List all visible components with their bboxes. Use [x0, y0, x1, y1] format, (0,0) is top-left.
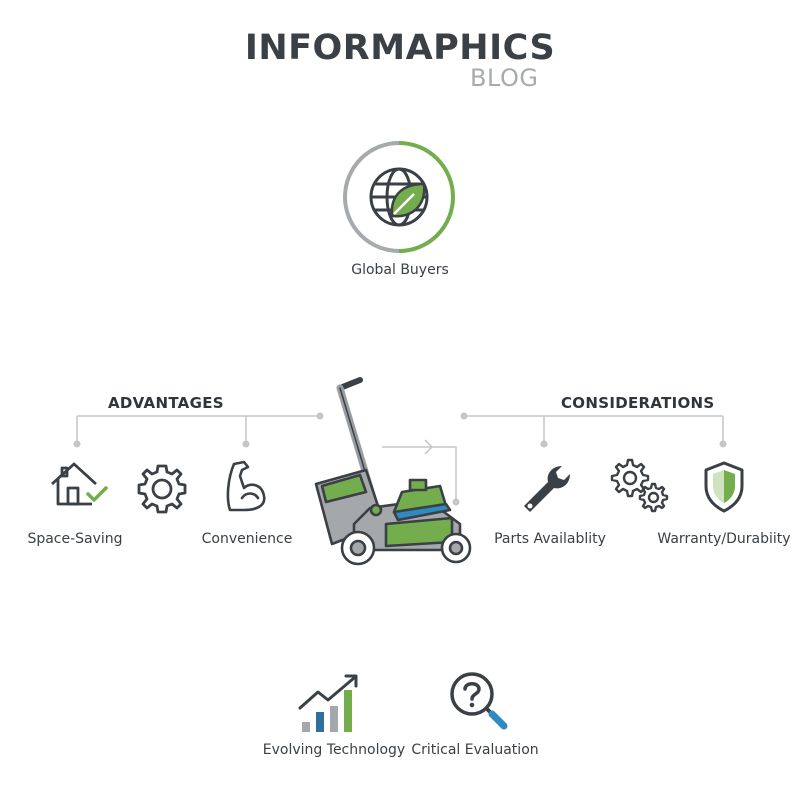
consideration-label-warranty-durability: Warranty/Durabiity [657, 531, 791, 547]
house-check-icon [51, 462, 108, 506]
brand-subtitle: BLOG [470, 64, 539, 92]
advantage-label-space-saving: Space-Saving [27, 531, 123, 547]
considerations-heading: CONSIDERATIONS [561, 394, 715, 412]
flexed-arm-icon [226, 460, 266, 512]
footer-label-critical-evaluation: Critical Evaluation [411, 742, 539, 758]
footer-label-evolving-technology: Evolving Technology [262, 742, 406, 758]
lawn-mower-icon [314, 377, 472, 566]
globe-leaf-icon [343, 141, 455, 253]
gears-icon [610, 458, 669, 513]
advantages-heading: ADVANTAGES [108, 394, 224, 412]
question-magnifier-icon [450, 672, 508, 730]
shield-icon [704, 461, 744, 513]
advantage-label-convenience: Convenience [201, 531, 293, 547]
consideration-label-parts-availability: Parts Availablity [494, 531, 606, 547]
gear-icon [137, 464, 187, 514]
brand-title: INFORMAPHICS [244, 28, 556, 68]
hub-label: Global Buyers [351, 262, 449, 278]
wrench-icon [524, 466, 570, 512]
growth-chart-icon [298, 674, 358, 732]
